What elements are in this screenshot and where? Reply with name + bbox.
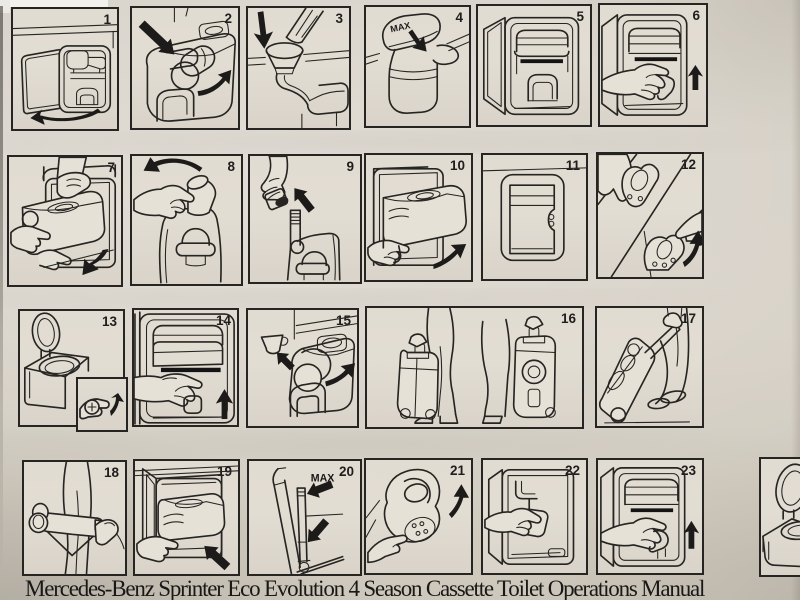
svg-text:MAX: MAX: [389, 20, 411, 34]
svg-text:MAX: MAX: [311, 472, 335, 484]
